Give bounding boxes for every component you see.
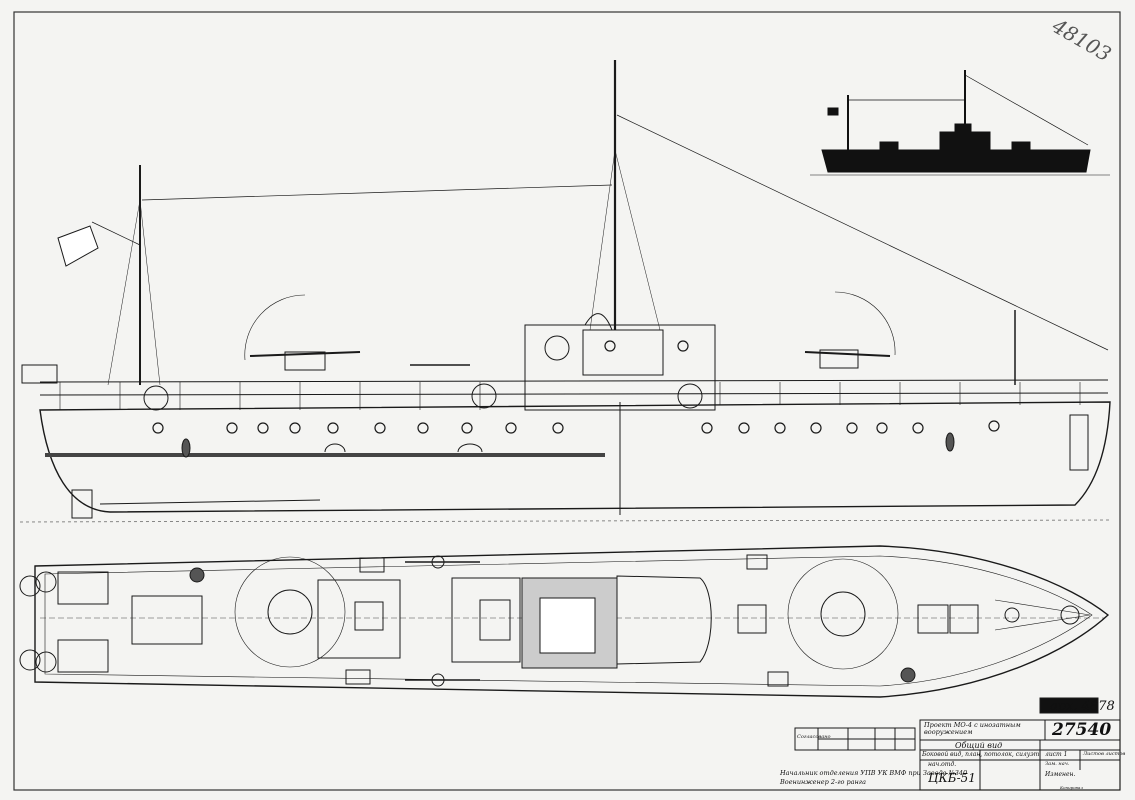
ship-silhouette [810,70,1110,176]
sheets-label: Листов листов [1083,751,1126,757]
office-role: нач.отд. [928,761,957,768]
side-elevation [19,60,1113,523]
sheet-border [13,11,1121,791]
drawing-title: Общий вид [955,741,1003,750]
copy-note: Копировал [1060,785,1083,790]
sheet-label: лист 1 [1045,751,1068,758]
changes-label: Изменен. [1045,771,1076,778]
stamp-note: Согласовано [797,734,831,740]
approval-line-2: Военинженер 2-го ранга [780,778,866,786]
plan-view [19,545,1110,698]
footer-small: Зам. нач. [1045,761,1070,767]
drawing-number: 27540 [1052,720,1112,740]
archive-number: арх. 4878 [1050,699,1115,714]
project-title: Проект МО-4 с инозатным вооружением [924,721,1021,736]
title-block [794,697,1121,791]
drawing-description: Боковой вид, план, потолок, силуэт [922,751,1040,758]
office-name: ЦКБ-51 [928,771,976,785]
approval-line-1: Начальник отделения УПВ УК ВМФ при Завод… [780,769,968,777]
